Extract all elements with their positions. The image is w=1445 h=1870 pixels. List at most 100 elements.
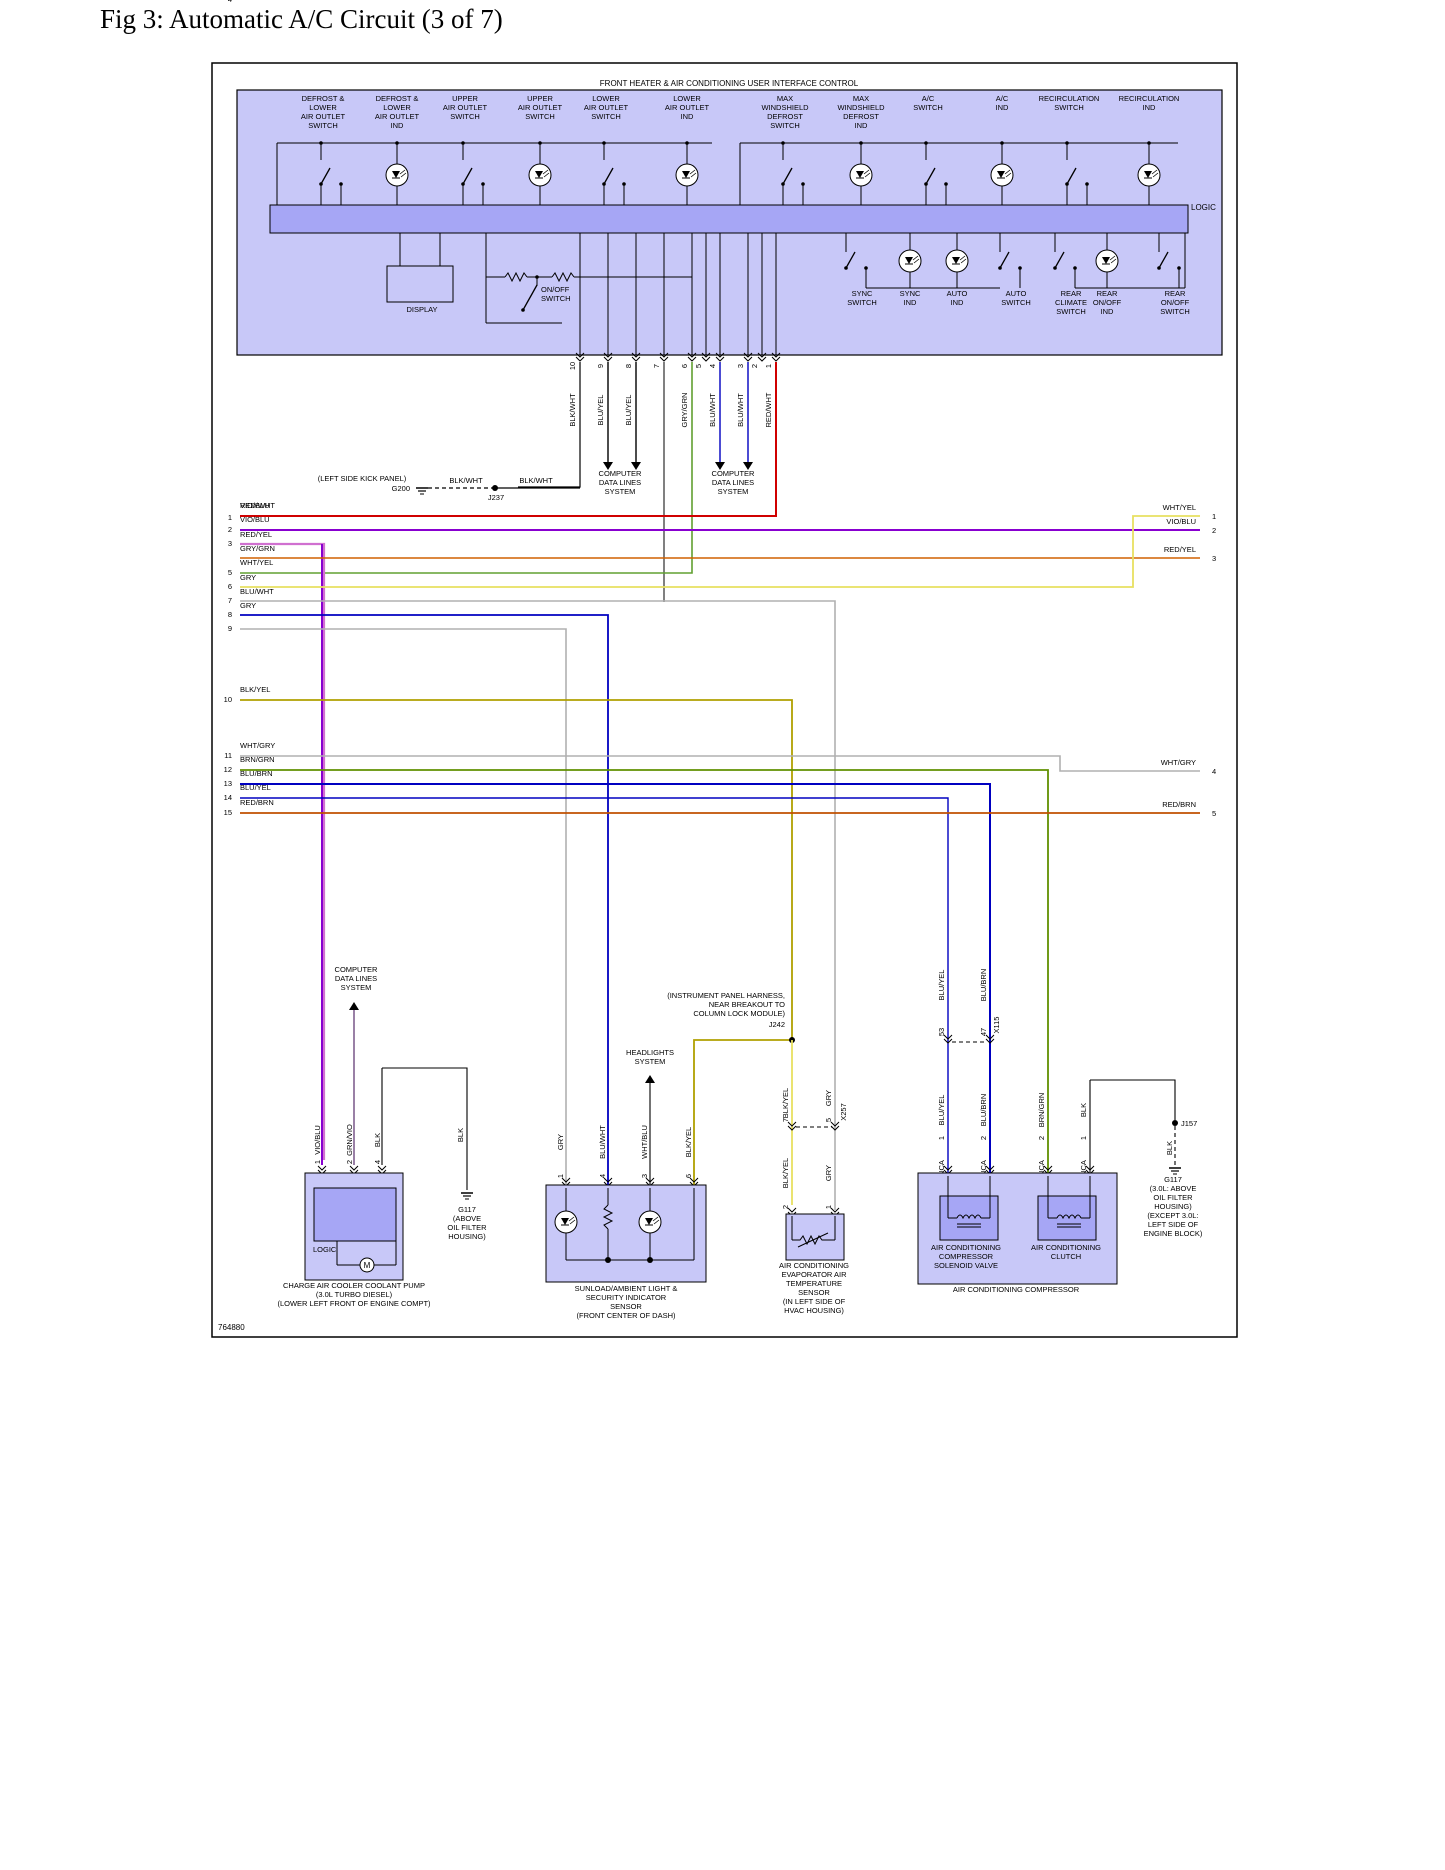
connector-mark [701,352,711,358]
pin-number: 2 [1037,1136,1046,1140]
bus-number: 3 [228,539,232,548]
led-ray [913,258,920,264]
bus-wire-label: WHT/YEL [240,558,273,567]
motor-label: M [364,1261,371,1270]
pump-label: CHARGE AIR COOLER COOLANT PUMP(3.0L TURB… [277,1281,431,1308]
connector-mark [757,356,767,362]
ground-icon [461,1192,473,1200]
led-ray [399,169,406,175]
led-icon [990,163,1014,187]
led-ray [864,172,871,178]
led-ray [960,258,967,264]
led-diode [682,171,690,178]
wire-label: BLK/WHT [568,393,577,427]
led-diode [645,1218,653,1225]
bus-number: 5 [1212,809,1216,818]
wire-label: GRY [556,1134,565,1150]
switch-arm [462,167,473,185]
led-ray [542,169,549,175]
figure-id: 764880 [218,1323,245,1332]
connector-mark [830,1207,840,1213]
connector-mark [377,1165,387,1171]
bus-number: 15 [224,808,232,817]
wire-label: BLK [1165,1141,1174,1155]
pin-number: 1 [1079,1136,1088,1140]
data-lines-arrow [743,462,753,470]
bus-wire-label: BLU/BRN [240,769,273,778]
nca-label: NCA [1037,1160,1046,1176]
switch-arm [1158,251,1169,269]
pump-logic [313,1187,397,1242]
led-ray [568,1216,575,1222]
pin-number: 1 [824,1205,833,1209]
connector-mark [603,356,613,362]
connector-mark [771,356,781,362]
connector-mark [659,356,669,362]
bus-number: 10 [224,695,232,704]
connector-mark [687,356,697,362]
led-ray [543,172,550,178]
led-diode [997,171,1005,178]
pin-number: 5 [824,1118,833,1122]
wire-label: BLK [456,1128,465,1142]
wire-gry [240,628,567,1190]
pin-number: 3 [736,364,745,368]
connector-mark [1043,1165,1053,1171]
wire-label: BLK/WHT [449,476,483,485]
wire-label: BLU/BRN [979,1094,988,1127]
switch-arm [925,167,936,185]
wire-label: BLU/YEL [596,395,605,426]
connector-mark [317,1165,327,1171]
wire-label: BLK [1079,1103,1088,1117]
bus-number: 4 [1212,767,1216,776]
wire-label: BLK [373,1133,382,1147]
connector-mark [687,352,697,358]
bus-wire-label: WHT/YEL [1163,503,1196,512]
connector-mark [659,352,669,358]
wire-label: VIO/BLU [313,1125,322,1155]
bus-number: 8 [228,610,232,619]
thermistor-slash [797,1232,829,1248]
connector-mark [645,1177,655,1183]
pin-number: 1 [937,1136,946,1140]
wire-label: BLU/YEL [624,395,633,426]
connector-mark [985,1034,995,1040]
data-lines-arrow [631,462,641,470]
wire-label: BLK/YEL [781,1158,790,1188]
switch-arm [1054,251,1065,269]
switch-arm [1066,167,1077,185]
pin-number: 1 [764,364,773,368]
connector-mark [757,352,767,358]
switch-arm [845,251,856,269]
splice-dot [647,1257,653,1263]
wire-blk [1090,1079,1176,1120]
pin-number: 6 [680,364,689,368]
wire-vio-blu [240,542,326,1160]
wire-label: BLK/YEL [781,1088,790,1118]
connector-mark [561,1177,571,1183]
led-icon [675,163,699,187]
led-diode [856,171,864,178]
connector-mark [985,1038,995,1044]
bus-number: 11 [224,751,232,760]
headlights-arrow [645,1075,655,1083]
switch-arm [603,167,614,185]
splice-dot [1172,1120,1178,1126]
led-icon [638,1210,662,1234]
nca-label: NCA [937,1160,946,1176]
